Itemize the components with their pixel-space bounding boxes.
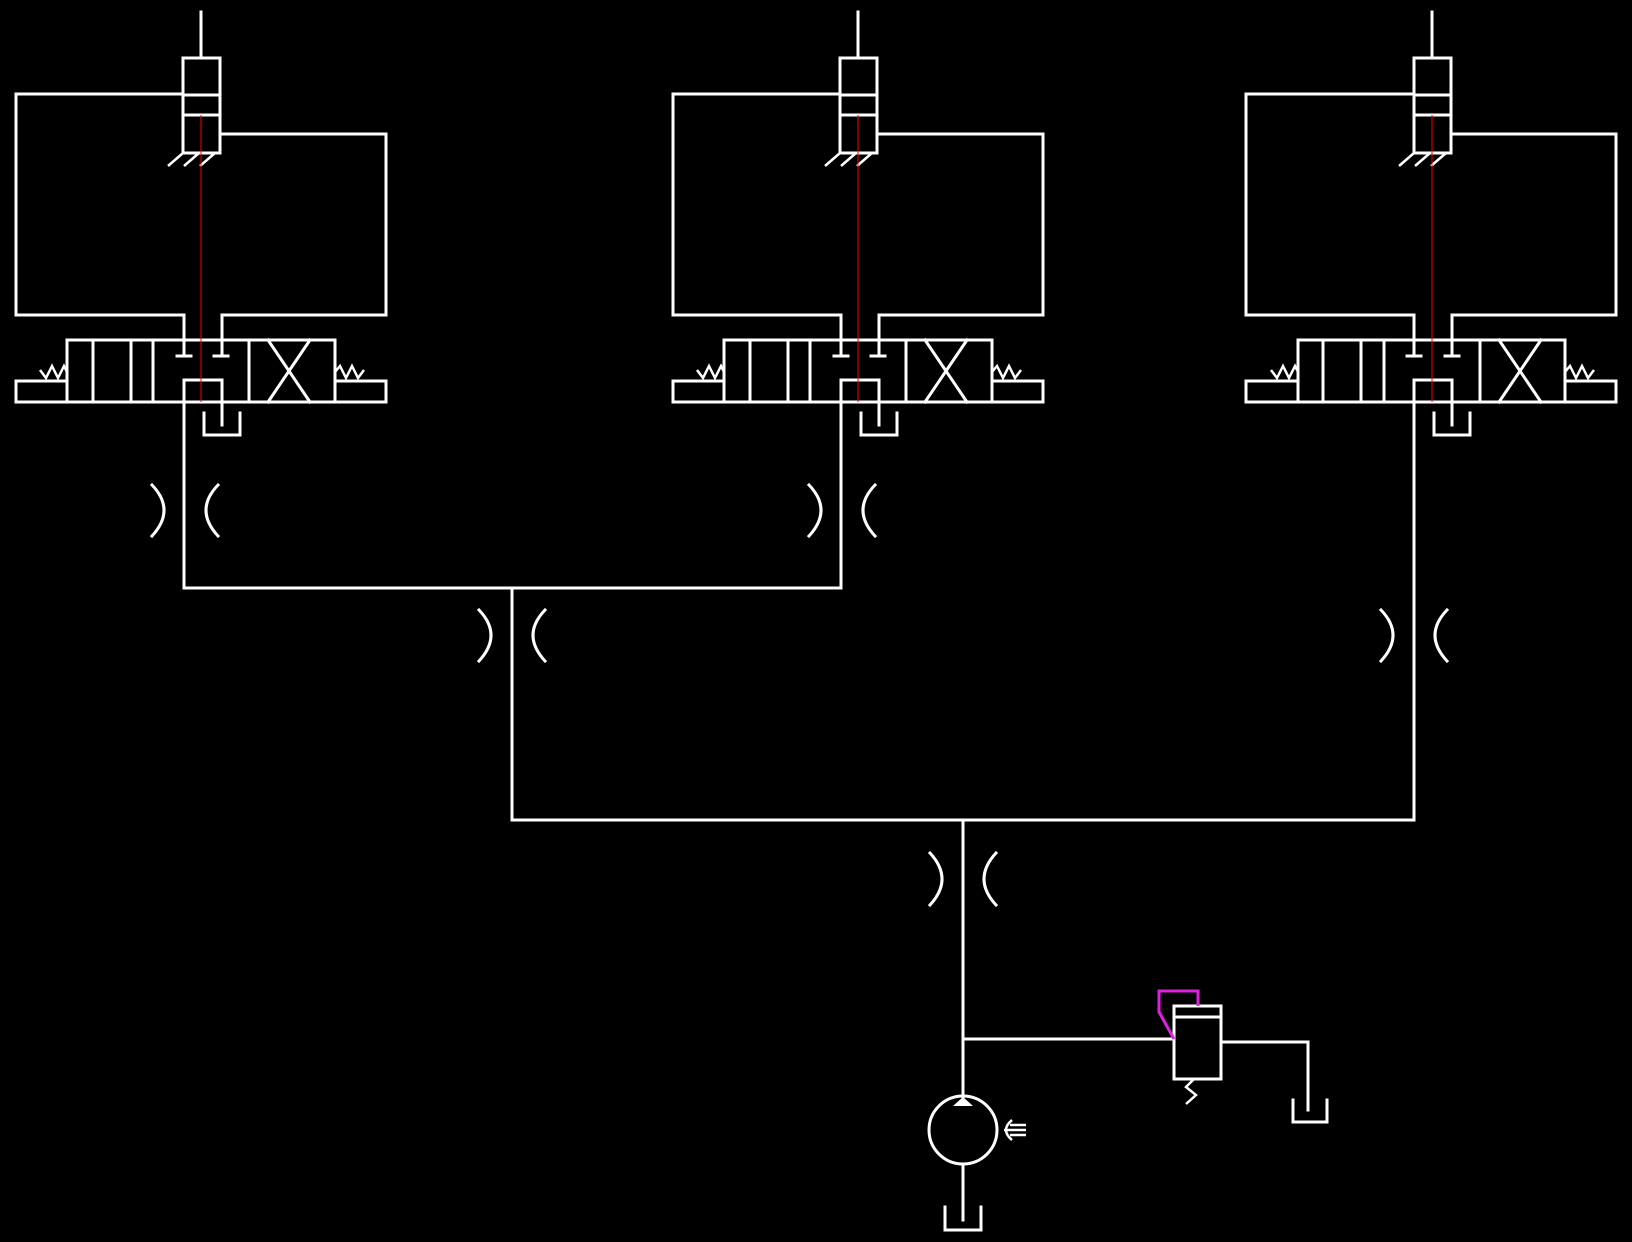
ground-hatch xyxy=(824,152,873,167)
port-line-a xyxy=(671,92,843,342)
valve-cross-line xyxy=(922,337,970,405)
fixed-displacement-pump xyxy=(927,1094,1026,1232)
tank-icon xyxy=(1291,1098,1329,1124)
pump-circle xyxy=(927,1094,999,1166)
center-loop xyxy=(839,378,881,404)
tank-icon xyxy=(943,1205,983,1232)
orifice xyxy=(1378,607,1450,664)
ground-hatch xyxy=(167,152,216,167)
port-line-b xyxy=(875,132,1045,342)
left-actuator-box xyxy=(1244,379,1300,404)
drive-shaft-icon xyxy=(1004,1119,1026,1141)
spring-icon xyxy=(1564,363,1595,381)
port-line-a xyxy=(1244,92,1416,342)
servo-valve-unit-3 xyxy=(1244,10,1618,822)
valve-cross-line xyxy=(1496,337,1544,405)
port-line-b xyxy=(218,132,388,342)
spring-icon xyxy=(1270,363,1300,381)
tank-icon xyxy=(859,411,899,437)
spring-icon xyxy=(39,363,69,381)
port-line-b xyxy=(1449,132,1618,342)
spring-icon xyxy=(334,363,365,381)
spring-icon xyxy=(696,363,726,381)
relief-return-line xyxy=(1219,1040,1310,1112)
orifice xyxy=(149,482,221,539)
pressure-relief-valve xyxy=(961,989,1329,1124)
spring-icon xyxy=(1184,1078,1198,1105)
pilot-sense-line xyxy=(1157,989,1200,1040)
tank-icon xyxy=(1432,411,1472,437)
port-line-a xyxy=(14,92,186,342)
orifice xyxy=(806,482,878,539)
pump-arrow-icon xyxy=(953,1097,973,1106)
orifice xyxy=(927,850,999,908)
right-actuator-box xyxy=(333,379,388,404)
tank-icon xyxy=(202,411,242,437)
spring-icon xyxy=(991,363,1022,381)
orifice xyxy=(476,607,548,664)
right-actuator-box xyxy=(1563,379,1618,404)
center-loop xyxy=(182,378,224,404)
valve-cross-line xyxy=(265,337,313,405)
ground-hatch xyxy=(1398,152,1447,167)
right-actuator-box xyxy=(990,379,1045,404)
left-actuator-box xyxy=(671,379,726,404)
servo-valve-unit-2 xyxy=(671,10,1045,590)
left-actuator-box xyxy=(14,379,69,404)
servo-valve-unit-1 xyxy=(14,10,388,590)
center-loop xyxy=(1412,378,1454,404)
